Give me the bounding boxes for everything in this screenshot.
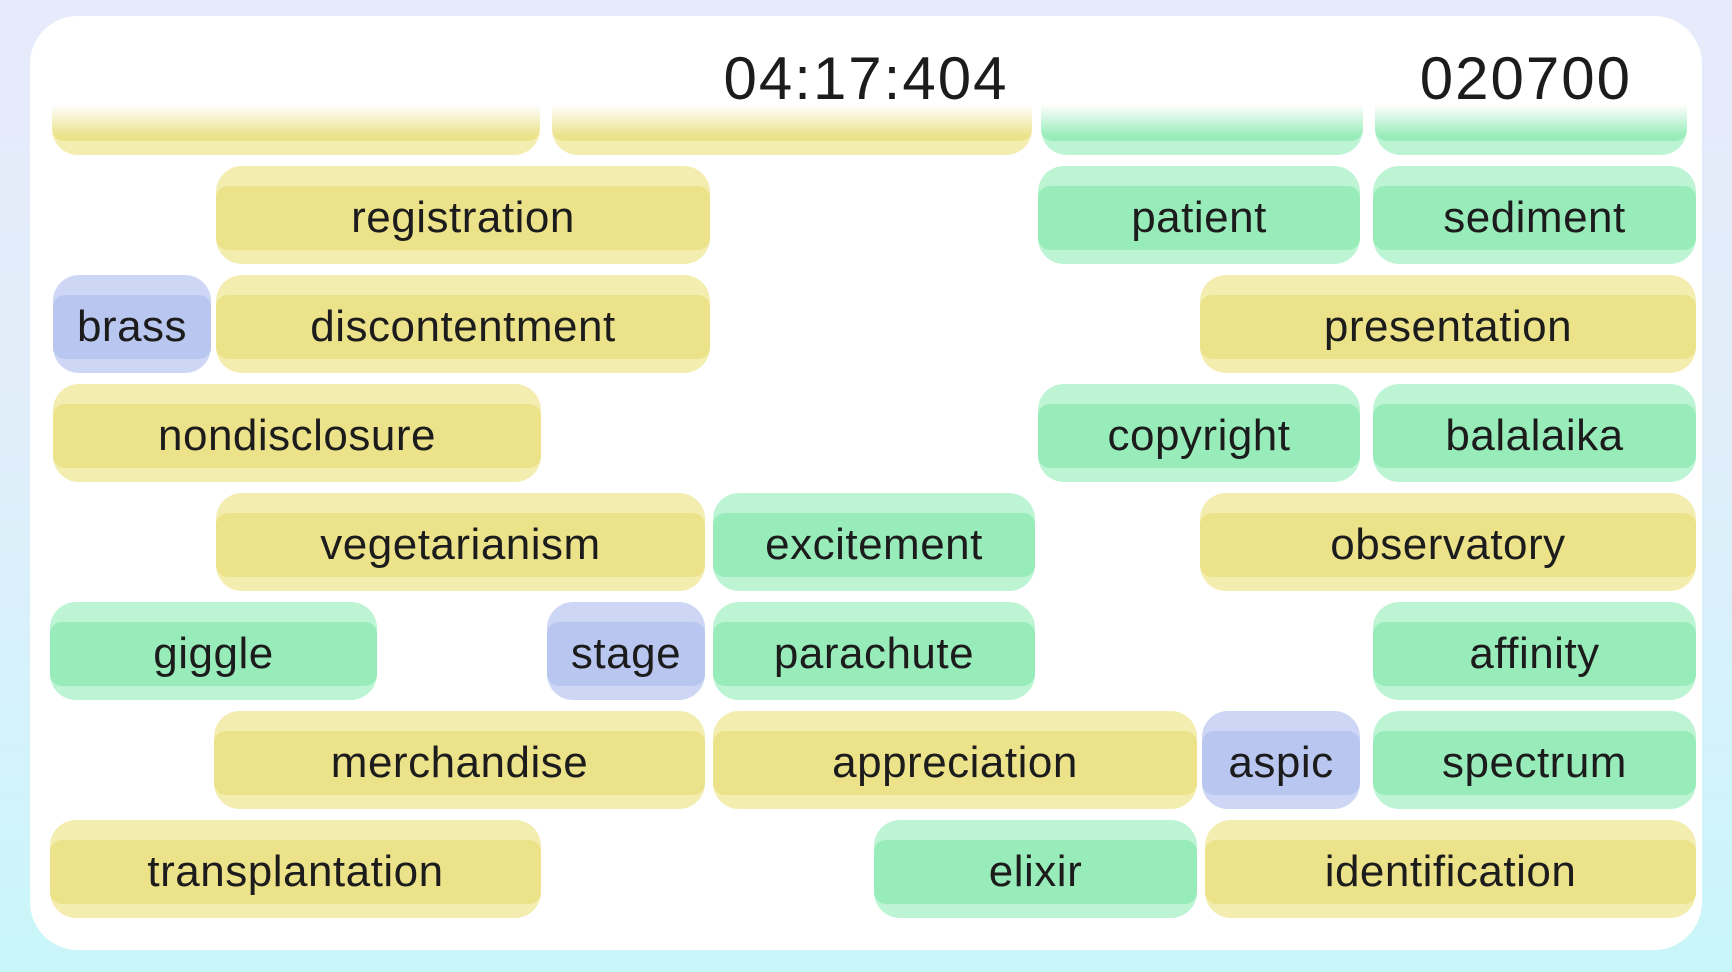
word-tile[interactable]: registration [216, 166, 710, 264]
word-tile[interactable]: balalaika [1373, 384, 1696, 482]
word-tile[interactable]: aspic [1202, 711, 1360, 809]
word-tile-label: excitement [765, 520, 983, 569]
word-tile-label: identification [1324, 847, 1577, 896]
game-board: registration patient sediment brass disconte… [30, 16, 1702, 950]
word-tile[interactable]: brass [53, 275, 211, 373]
word-tile[interactable]: sediment [1373, 166, 1696, 264]
word-tile-label: merchandise [330, 738, 589, 787]
word-tile[interactable]: observatory [1200, 493, 1696, 591]
word-tile-label: brass [76, 302, 188, 351]
word-tile-label: balalaika [1445, 411, 1624, 460]
word-tile[interactable]: presentation [1200, 275, 1696, 373]
word-tile[interactable]: patient [1038, 166, 1360, 264]
word-tile-label: appreciation [832, 738, 1078, 787]
word-tile-label: observatory [1330, 520, 1566, 569]
score-display: 020700 [1419, 45, 1632, 112]
word-tile[interactable]: stage [547, 602, 705, 700]
word-tile-label: transplantation [147, 847, 444, 896]
word-tile-label: stage [570, 629, 682, 678]
word-tile-label: nondisclosure [158, 411, 436, 460]
word-tile[interactable]: nondisclosure [53, 384, 541, 482]
word-tile[interactable]: spectrum [1373, 711, 1696, 809]
word-tile[interactable]: transplantation [50, 820, 541, 918]
word-tile-label: registration [351, 193, 575, 242]
word-tile-label: copyright [1107, 411, 1291, 460]
word-tile-label: elixir [988, 847, 1083, 896]
word-tile[interactable]: elixir [874, 820, 1197, 918]
word-tile[interactable]: parachute [713, 602, 1035, 700]
word-tile[interactable]: vegetarianism [216, 493, 705, 591]
word-tile-label: presentation [1323, 302, 1573, 351]
word-tile-label: sediment [1443, 193, 1626, 242]
word-tile-label: parachute [773, 629, 975, 678]
word-tile[interactable]: identification [1205, 820, 1696, 918]
word-tile-label: affinity [1469, 629, 1600, 678]
word-tile-label: vegetarianism [320, 520, 601, 569]
word-tile-label: aspic [1228, 738, 1334, 787]
word-tile-label: spectrum [1442, 738, 1627, 787]
word-tile[interactable]: affinity [1373, 602, 1696, 700]
word-tile[interactable]: merchandise [214, 711, 705, 809]
word-tile[interactable]: excitement [713, 493, 1035, 591]
word-tile[interactable]: copyright [1038, 384, 1360, 482]
word-tile-label: patient [1131, 193, 1267, 242]
word-tile[interactable]: giggle [50, 602, 377, 700]
word-tile[interactable]: discontentment [216, 275, 710, 373]
word-tile-label: discontentment [310, 302, 616, 351]
word-tile-label: giggle [153, 629, 274, 678]
word-tile[interactable]: appreciation [713, 711, 1197, 809]
